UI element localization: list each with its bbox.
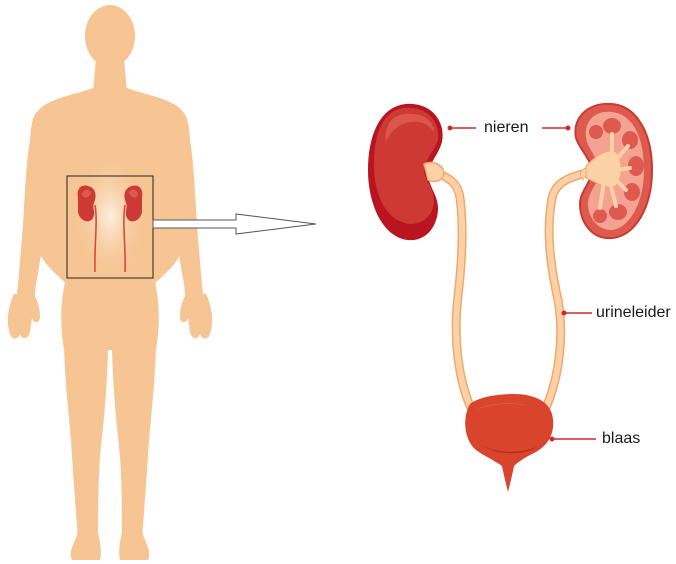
- label-nieren: nieren: [484, 120, 528, 136]
- right-kidney-cross-section: [575, 104, 652, 238]
- label-urineleider: urineleider: [596, 305, 671, 321]
- left-kidney: [368, 104, 444, 240]
- ureters: [430, 170, 590, 412]
- label-blaas: blaas: [602, 431, 640, 447]
- bladder: [465, 394, 553, 492]
- human-body-silhouette: [8, 5, 212, 560]
